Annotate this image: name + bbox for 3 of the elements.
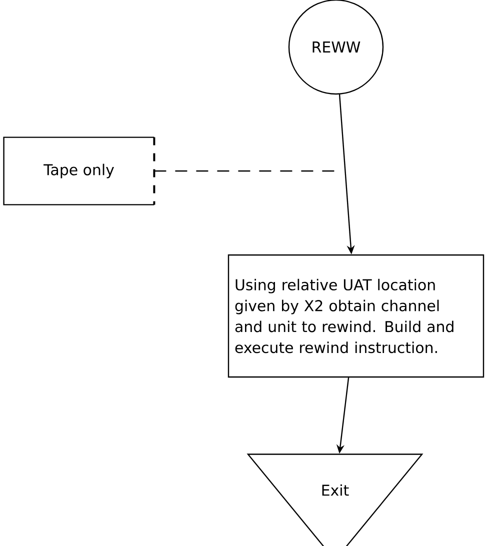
process-box: Using relative UAT location given by X2 obtain channel and unit to rewind. Build and execute rewind instruction. xyxy=(228,254,484,378)
annotation-bracket: Tape only xyxy=(3,136,156,206)
dashed-line xyxy=(154,170,336,172)
